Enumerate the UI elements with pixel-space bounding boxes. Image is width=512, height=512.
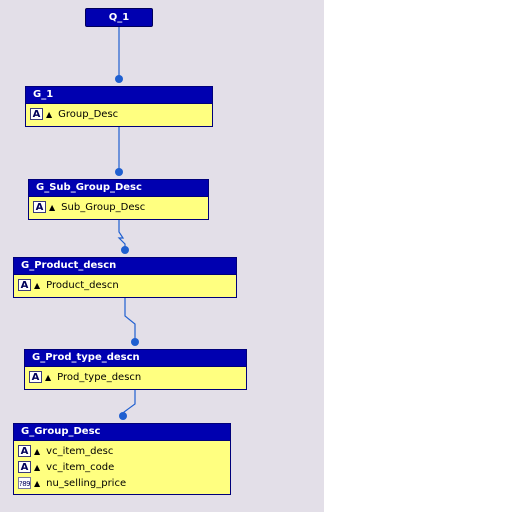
connector-dot [119,412,127,420]
char-type-icon: A [18,279,31,291]
char-type-icon: A [18,445,31,457]
break-arrow-icon: ▲ [34,478,41,488]
field-item[interactable]: A ▲ Prod_type_descn [25,369,246,385]
break-arrow-icon: ▲ [45,372,52,382]
group-body: A ▲ vc_item_desc A ▲ vc_item_code ?89 ▲ … [14,441,230,492]
group-g-sub-group-desc[interactable]: G_Sub_Group_Desc A ▲ Sub_Group_Desc [28,179,209,220]
group-g1[interactable]: G_1 A ▲ Group_Desc [25,86,213,127]
connector-layer [115,27,139,420]
group-body: A ▲ Prod_type_descn [25,367,246,386]
field-name: Prod_type_descn [57,371,142,383]
field-name: nu_selling_price [46,477,127,489]
group-header[interactable]: G_Sub_Group_Desc [29,180,208,197]
field-name: Sub_Group_Desc [61,201,146,213]
field-item[interactable]: A ▲ Product_descn [14,277,236,293]
break-arrow-icon: ▲ [34,446,41,456]
group-body: A ▲ Sub_Group_Desc [29,197,208,216]
group-body: A ▲ Product_descn [14,275,236,294]
break-arrow-icon: ▲ [46,109,53,119]
char-type-icon: A [18,461,31,473]
field-item[interactable]: A ▲ Group_Desc [26,106,212,122]
query-label: Q_1 [108,12,130,23]
field-name: vc_item_code [46,461,115,473]
break-arrow-icon: ▲ [34,280,41,290]
group-header[interactable]: G_Group_Desc [14,424,230,441]
number-type-icon: ?89 [18,477,31,489]
group-header[interactable]: G_Prod_type_descn [25,350,246,367]
connector-gprodtype-ggroup [123,390,136,416]
group-body: A ▲ Group_Desc [26,104,212,123]
connector-dot [115,168,123,176]
group-g-product-descn[interactable]: G_Product_descn A ▲ Product_descn [13,257,237,298]
char-type-icon: A [30,108,43,120]
group-header[interactable]: G_1 [26,87,212,104]
break-arrow-icon: ▲ [34,462,41,472]
field-name: vc_item_desc [46,445,114,457]
field-item[interactable]: A ▲ vc_item_code [14,459,230,475]
char-type-icon: A [29,371,42,383]
group-g-group-desc[interactable]: G_Group_Desc A ▲ vc_item_desc A ▲ vc_ite… [13,423,231,495]
group-header[interactable]: G_Product_descn [14,258,236,275]
field-name: Group_Desc [58,108,119,120]
char-type-icon: A [33,201,46,213]
group-g-prod-type-descn[interactable]: G_Prod_type_descn A ▲ Prod_type_descn [24,349,247,390]
connector-dot [121,246,129,254]
query-q1[interactable]: Q_1 [85,8,153,27]
connector-gsub-gproduct [117,220,126,250]
data-model-canvas[interactable]: Q_1 G_1 A ▲ Group_Desc G_Sub_Group_Desc … [0,0,324,512]
connector-gproduct-gprodtype [124,298,136,341]
connector-dot [131,338,139,346]
connector-dot [115,75,123,83]
field-name: Product_descn [46,279,119,291]
field-item[interactable]: A ▲ Sub_Group_Desc [29,199,208,215]
field-item[interactable]: A ▲ vc_item_desc [14,443,230,459]
break-arrow-icon: ▲ [49,202,56,212]
field-item[interactable]: ?89 ▲ nu_selling_price [14,475,230,491]
